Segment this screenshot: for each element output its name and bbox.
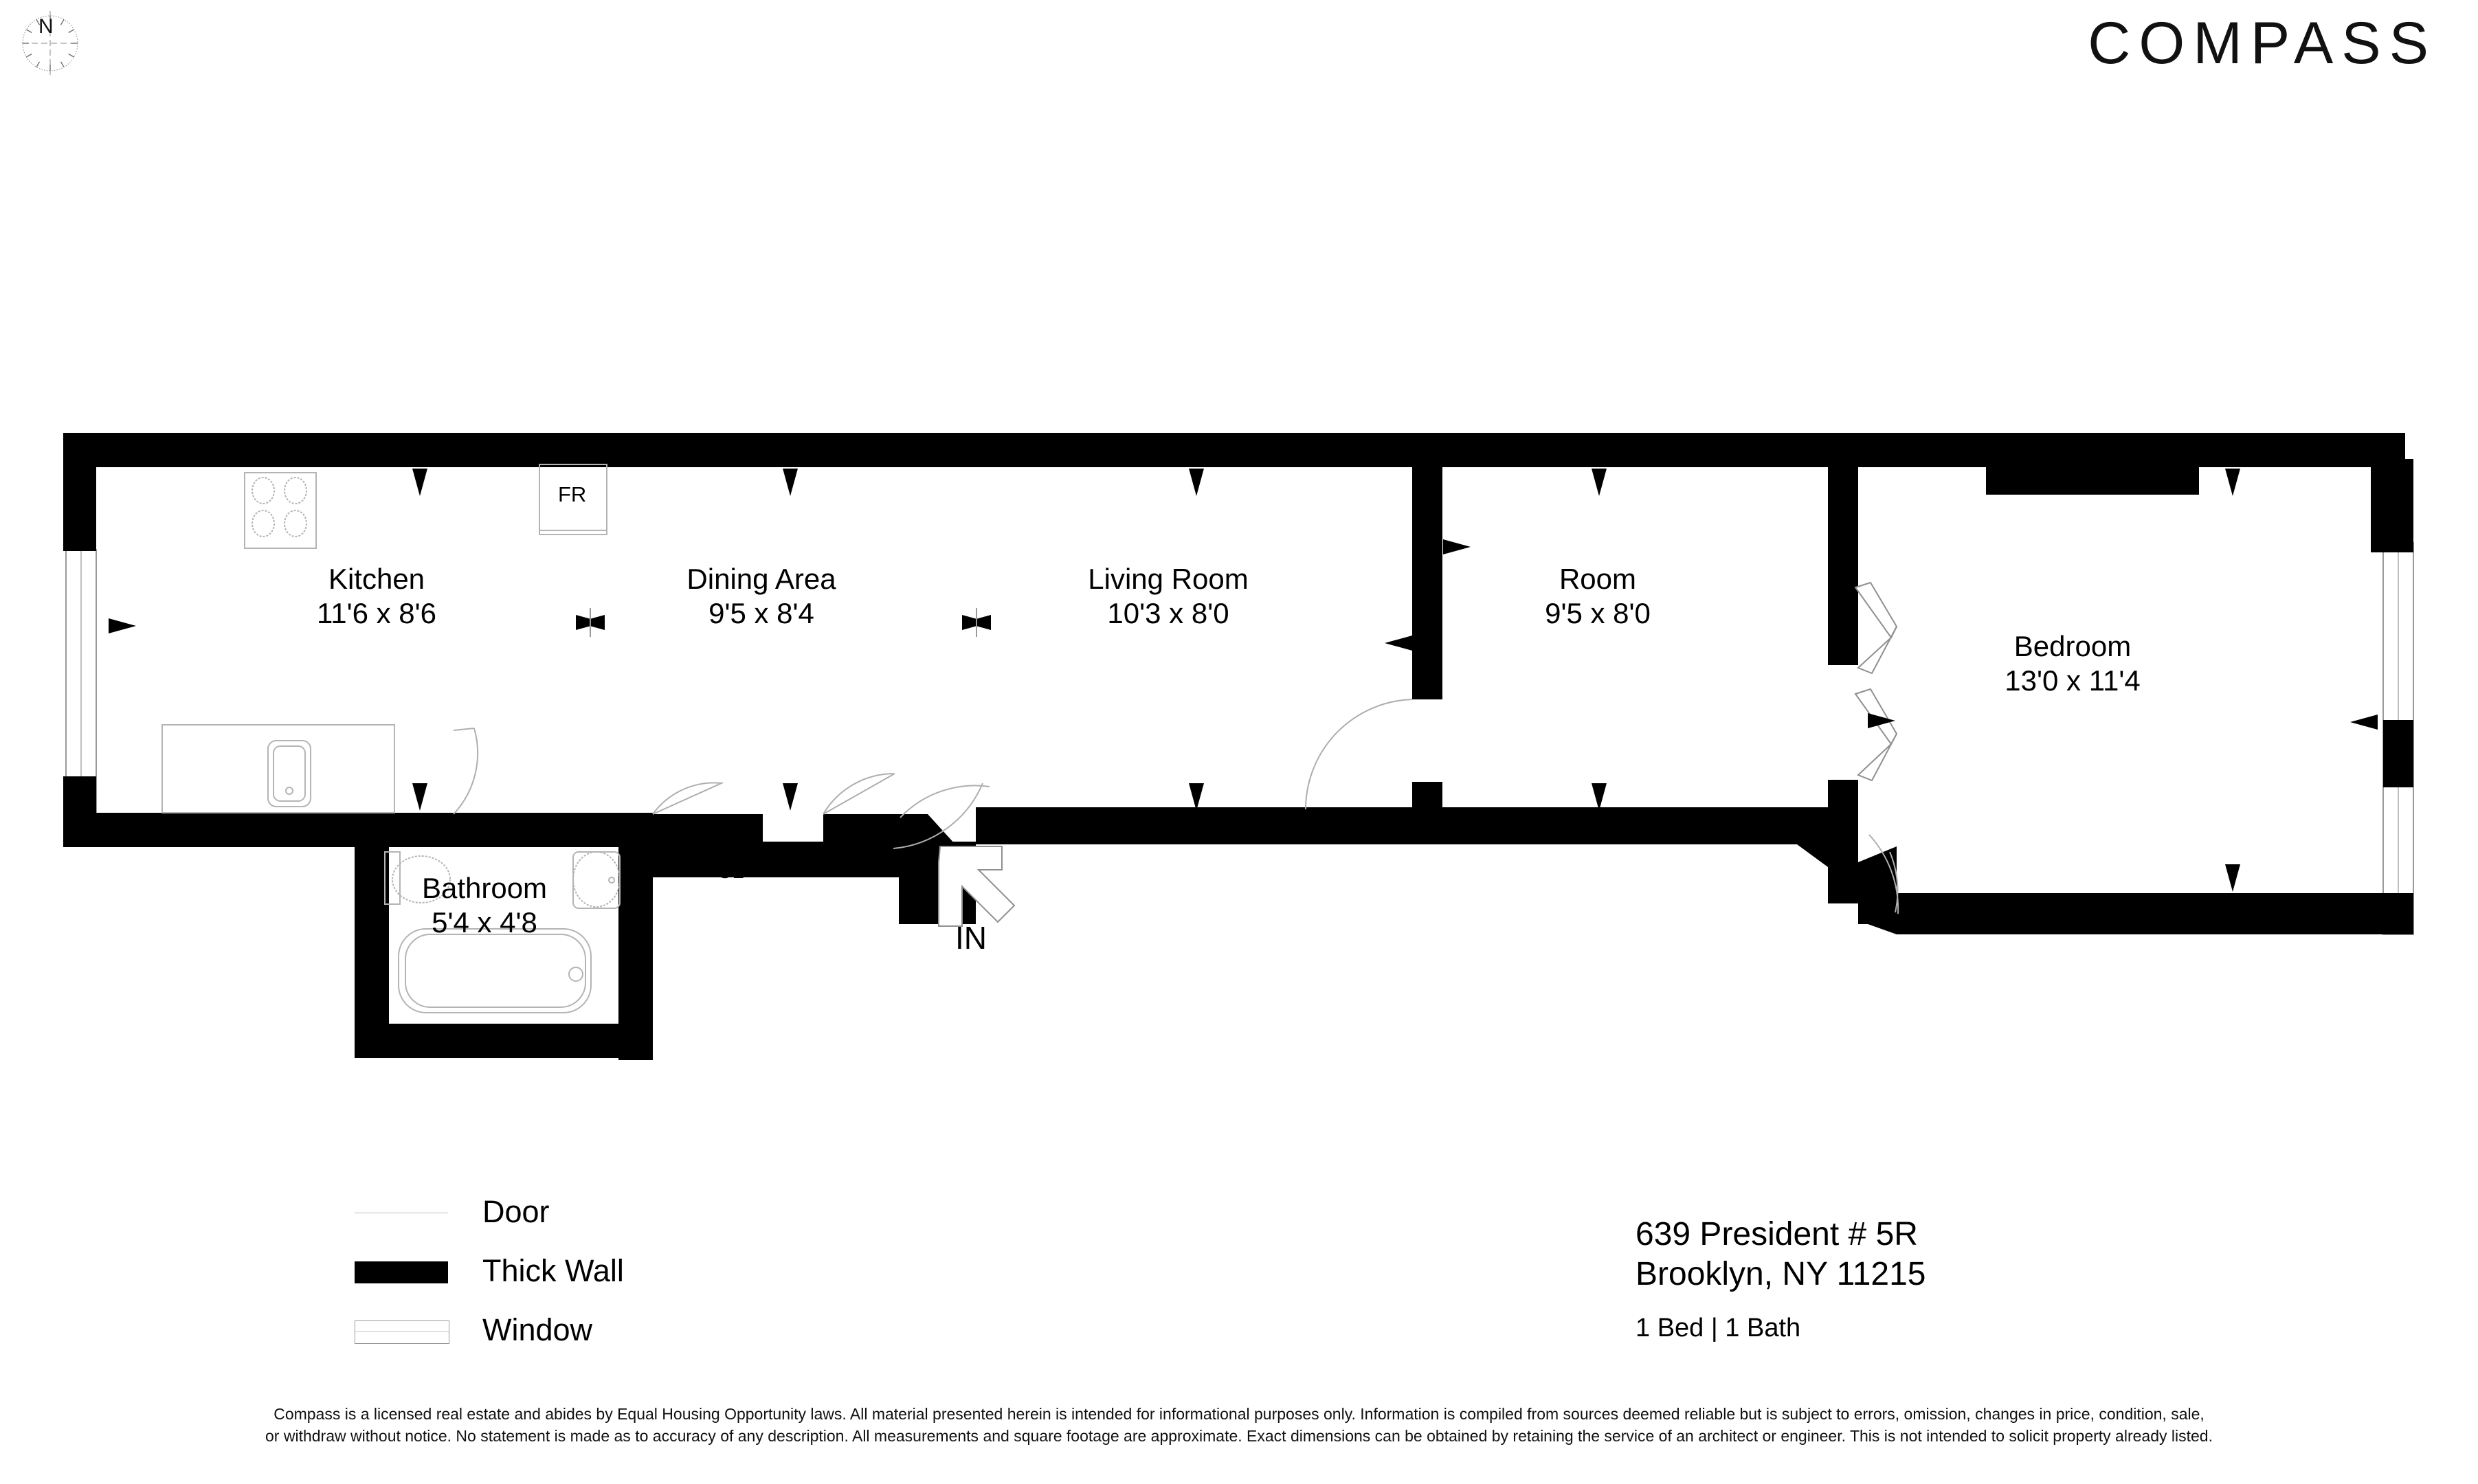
- room-label-kitchen: Kitchen 11'6 x 8'6: [239, 562, 514, 630]
- room-label-room: Room 9'5 x 8'0: [1460, 562, 1735, 630]
- legend-item-door: Door: [355, 1192, 781, 1233]
- thick-walls: [63, 433, 2413, 1060]
- room-label-bedroom: Bedroom 13'0 x 11'4: [1935, 629, 2210, 697]
- refrigerator-label: FR: [558, 482, 587, 506]
- bathtub-icon: [398, 928, 592, 1013]
- floorplan-drawing: Kitchen 11'6 x 8'6 Dining Area 9'5 x 8'4…: [63, 433, 2414, 1060]
- legend-item-thick-wall: Thick Wall: [355, 1251, 781, 1292]
- bifold-doors: [1854, 581, 1898, 782]
- thick-wall-swatch: [355, 1261, 448, 1283]
- room-dimensions: 9'5 x 8'4: [708, 596, 814, 629]
- entry-arrow-icon: [938, 846, 1016, 927]
- legend-label: Window: [482, 1312, 593, 1347]
- compass-rose: N: [12, 5, 88, 81]
- legal-disclaimer: Compass is a licensed real estate and ab…: [0, 1403, 2478, 1447]
- compass-rose-icon: [22, 11, 78, 76]
- room-name: Bedroom: [2013, 630, 2132, 662]
- compass-north-label: N: [38, 15, 54, 38]
- room-name: Room: [1559, 563, 1637, 595]
- room-name: Kitchen: [328, 563, 425, 595]
- fixtures: [161, 464, 621, 1013]
- legend: Door Thick Wall Window: [355, 1192, 781, 1369]
- entry-label: IN: [955, 920, 987, 956]
- address-street: 639 President # 5R: [1636, 1216, 1918, 1252]
- refrigerator-icon: [539, 464, 607, 535]
- room-dimensions: 5'4 x 4'8: [432, 906, 537, 938]
- room-label-bathroom: Bathroom 5'4 x 4'8: [347, 871, 622, 939]
- room-dimensions: 10'3 x 8'0: [1107, 596, 1229, 629]
- legend-label: Thick Wall: [482, 1253, 624, 1288]
- room-dimensions: 9'5 x 8'0: [1545, 596, 1651, 629]
- room-dimensions: 13'0 x 11'4: [2005, 664, 2141, 697]
- room-name: Living Room: [1088, 563, 1249, 595]
- disclaimer-line-1: Compass is a licensed real estate and ab…: [274, 1405, 2204, 1423]
- window-swatch: [355, 1320, 449, 1344]
- bed-bath-summary: 1 Bed | 1 Bath: [1636, 1314, 1801, 1342]
- room-name: Dining Area: [687, 563, 836, 595]
- door-swings: [453, 699, 1899, 914]
- compass-brand-logo: COMPASS: [2088, 12, 2437, 74]
- room-label-living-room: Living Room 10'3 x 8'0: [1031, 562, 1306, 630]
- wall-tick-arrows: [109, 469, 2378, 892]
- legend-item-window: Window: [355, 1310, 781, 1351]
- floorplan-svg: [63, 433, 2414, 1060]
- sink-icon: [267, 740, 311, 807]
- address-city-state-zip: Brooklyn, NY 11215: [1636, 1256, 1926, 1292]
- kitchen-counter-icon: [161, 724, 395, 813]
- toilet-bowl-icon: [392, 855, 451, 903]
- disclaimer-line-2: or withdraw without notice. No statement…: [265, 1427, 2213, 1445]
- property-address-block: 639 President # 5R Brooklyn, NY 11215 1 …: [1636, 1215, 1926, 1344]
- closet-label: CL: [717, 859, 744, 883]
- brand-wordmark: COMPASS: [2088, 10, 2437, 76]
- legend-label: Door: [482, 1194, 550, 1229]
- toilet-tank-icon: [384, 851, 401, 905]
- room-label-dining-area: Dining Area 9'5 x 8'4: [624, 562, 899, 630]
- room-name: Bathroom: [421, 872, 548, 904]
- room-dimensions: 11'6 x 8'6: [316, 596, 437, 629]
- stove-icon: [244, 472, 317, 549]
